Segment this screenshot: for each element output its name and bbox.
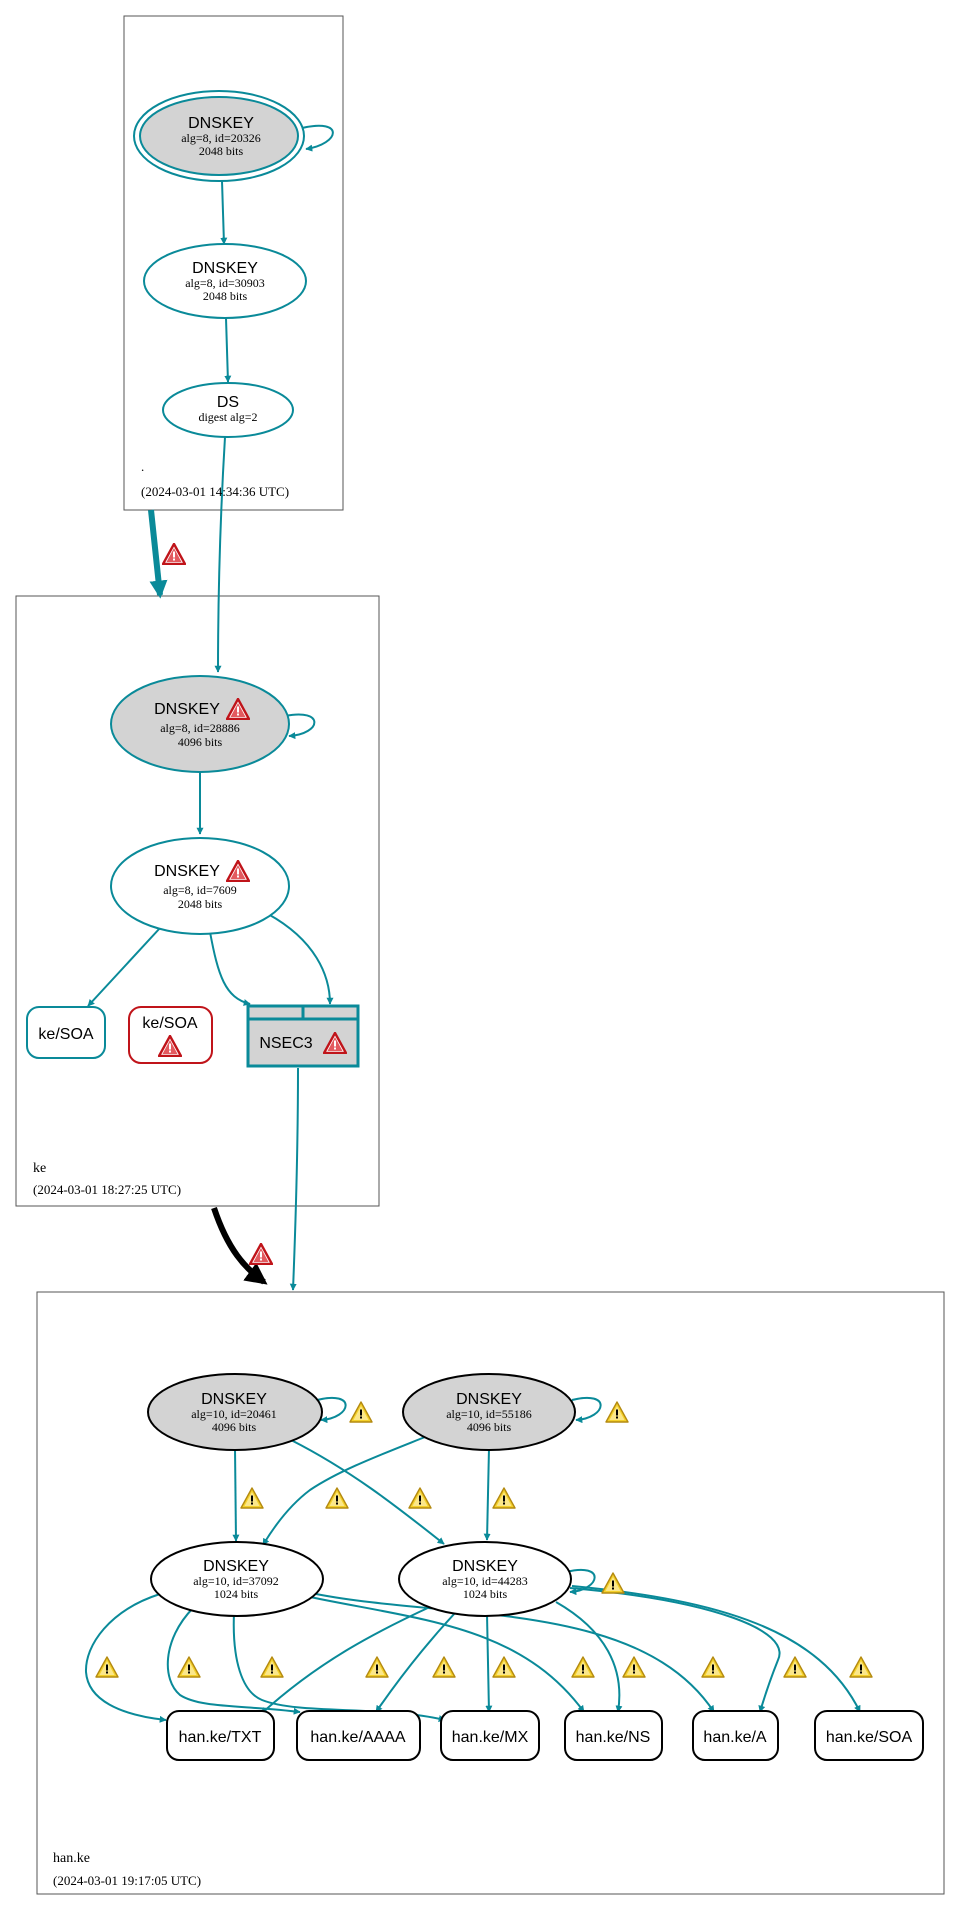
zsk2-to-soa-edge: [571, 1585, 861, 1713]
root-delegation-error-icon[interactable]: [162, 543, 186, 565]
rrset-aaaa-node[interactable]: han.ke/AAAA: [296, 1710, 421, 1761]
root-zsk-size: 2048 bits: [203, 289, 248, 303]
zsk1-to-aaaa-edge: [166, 1607, 301, 1715]
root-zsk-alg: alg=8, id=30903: [185, 276, 265, 290]
rrset-txt-node[interactable]: han.ke/TXT: [166, 1710, 275, 1761]
rrset-mx-label: han.ke/MX: [452, 1729, 529, 1746]
ke-soa-node[interactable]: ke/SOA: [26, 1006, 106, 1059]
zsk2-to-ns-edge: [555, 1601, 623, 1713]
root-ksk-to-zsk-edge: [220, 180, 228, 245]
root-zone-name: .: [141, 459, 144, 474]
han-ke-zsk1-alg: alg=10, id=37092: [193, 1574, 279, 1588]
han-ke-zsk1-node[interactable]: DNSKEY alg=10, id=37092 1024 bits: [150, 1541, 324, 1617]
root-ksk-size: 2048 bits: [199, 144, 244, 158]
han-ke-zsk1-title: DNSKEY: [203, 1558, 269, 1575]
rrset-ns-node[interactable]: han.ke/NS: [564, 1710, 663, 1761]
root-to-ke-delegation-edge: [148, 509, 168, 599]
root-ds-digest: digest alg=2: [198, 410, 257, 424]
zsk2-to-aaaa-edge: [375, 1612, 456, 1713]
root-ksk-node[interactable]: DNSKEY alg=8, id=20326 2048 bits: [133, 90, 305, 182]
nsec3-to-han-ke-edge: [289, 1067, 299, 1291]
rrset-soa-label: han.ke/SOA: [826, 1729, 913, 1746]
han-ke-ksk2-title: DNSKEY: [456, 1391, 522, 1408]
ke-zsk-node[interactable]: DNSKEY alg=8, id=7609 2048 bits: [110, 837, 290, 935]
han-ke-zsk2-node[interactable]: DNSKEY alg=10, id=44283 1024 bits: [398, 1541, 572, 1617]
ksk2-self-signature-edge: [571, 1396, 602, 1424]
ksk2-to-zsk2-edge: [483, 1447, 491, 1541]
han-ke-ksk2-alg: alg=10, id=55186: [446, 1407, 532, 1421]
rrset-soa-node[interactable]: han.ke/SOA: [814, 1710, 924, 1761]
zsk1-to-a-edge: [315, 1593, 715, 1713]
han-ke-zsk2-alg: alg=10, id=44283: [442, 1574, 528, 1588]
ksk1-self-signature-edge: [316, 1396, 347, 1424]
ke-ksk-node[interactable]: DNSKEY alg=8, id=28886 4096 bits: [110, 675, 290, 773]
han-ke-ksk1-size: 4096 bits: [212, 1420, 257, 1434]
ke-to-han-ke-delegation-edge: [211, 1207, 268, 1285]
han-ke-zone-name: han.ke: [53, 1851, 90, 1866]
ke-delegation-error-icon[interactable]: [249, 1243, 273, 1265]
zsk1-to-ns-edge: [309, 1596, 585, 1713]
ksk1-to-zsk2-edge: [290, 1439, 445, 1545]
han-ke-ksk2-size: 4096 bits: [467, 1420, 512, 1434]
root-ds-node[interactable]: DS digest alg=2: [162, 382, 294, 438]
ke-ksk-size: 4096 bits: [178, 735, 223, 749]
ke-ksk-alg: alg=8, id=28886: [160, 721, 240, 735]
han-ke-zsk2-size: 1024 bits: [463, 1587, 508, 1601]
ke-ksk-self-signature-edge: [284, 713, 316, 740]
zsk1-to-txt-edge: [84, 1593, 167, 1723]
han-ke-zsk2-title: DNSKEY: [452, 1558, 518, 1575]
ds-to-ke-ksk-edge: [214, 436, 226, 673]
root-zsk-to-ds-edge: [224, 317, 232, 383]
ksk1-to-zsk1-edge: [232, 1447, 240, 1542]
han-ke-ksk2-node[interactable]: DNSKEY alg=10, id=55186 4096 bits: [402, 1373, 576, 1451]
ke-zone-timestamp: (2024-03-01 18:27:25 UTC): [33, 1182, 181, 1197]
rrset-a-node[interactable]: han.ke/A: [692, 1710, 779, 1761]
ke-soa-error-node[interactable]: ke/SOA: [128, 1006, 213, 1064]
root-zsk-title: DNSKEY: [192, 260, 258, 277]
zsk2-to-mx-edge: [485, 1613, 493, 1713]
zsk2-to-a-edge: [569, 1587, 781, 1713]
root-zsk-node[interactable]: DNSKEY alg=8, id=30903 2048 bits: [143, 243, 307, 319]
ke-ksk-title: DNSKEY: [154, 701, 220, 718]
ke-zone-name: ke: [33, 1161, 46, 1176]
han-ke-ksk1-alg: alg=10, id=20461: [191, 1407, 277, 1421]
rrset-aaaa-label: han.ke/AAAA: [310, 1729, 406, 1746]
root-ksk-title: DNSKEY: [188, 115, 254, 132]
ke-zsk-to-nsec3-edge-b: [267, 913, 334, 1005]
rrset-a-label: han.ke/A: [703, 1729, 766, 1746]
ke-zsk-alg: alg=8, id=7609: [163, 883, 237, 897]
han-ke-zsk1-size: 1024 bits: [214, 1587, 259, 1601]
rrset-mx-node[interactable]: han.ke/MX: [440, 1710, 540, 1761]
root-ksk-alg: alg=8, id=20326: [181, 131, 261, 145]
ke-soa-label: ke/SOA: [38, 1026, 93, 1043]
rrset-txt-label: han.ke/TXT: [179, 1729, 262, 1746]
ke-zsk-to-soa-edge: [87, 927, 161, 1007]
root-zone-timestamp: (2024-03-01 14:34:36 UTC): [141, 484, 289, 499]
zsk2-to-txt-edge: [260, 1605, 433, 1715]
root-ds-title: DS: [217, 394, 239, 411]
ke-soa-error-label: ke/SOA: [142, 1015, 197, 1032]
ke-nsec3-node[interactable]: NSEC3: [246, 1004, 360, 1068]
ke-nsec3-label: NSEC3: [259, 1035, 312, 1052]
root-ksk-self-signature-edge: [301, 124, 334, 152]
ke-zsk-to-nsec3-edge-a: [209, 931, 251, 1006]
zsk2-self-signature-edge: [565, 1568, 596, 1596]
han-ke-ksk1-title: DNSKEY: [201, 1391, 267, 1408]
han-ke-ksk1-node[interactable]: DNSKEY alg=10, id=20461 4096 bits: [147, 1373, 323, 1451]
ke-zsk-title: DNSKEY: [154, 863, 220, 880]
rrset-ns-label: han.ke/NS: [576, 1729, 651, 1746]
han-ke-zone-timestamp: (2024-03-01 19:17:05 UTC): [53, 1873, 201, 1888]
ksk2-to-zsk1-edge: [262, 1436, 426, 1546]
ke-zsk-size: 2048 bits: [178, 897, 223, 911]
